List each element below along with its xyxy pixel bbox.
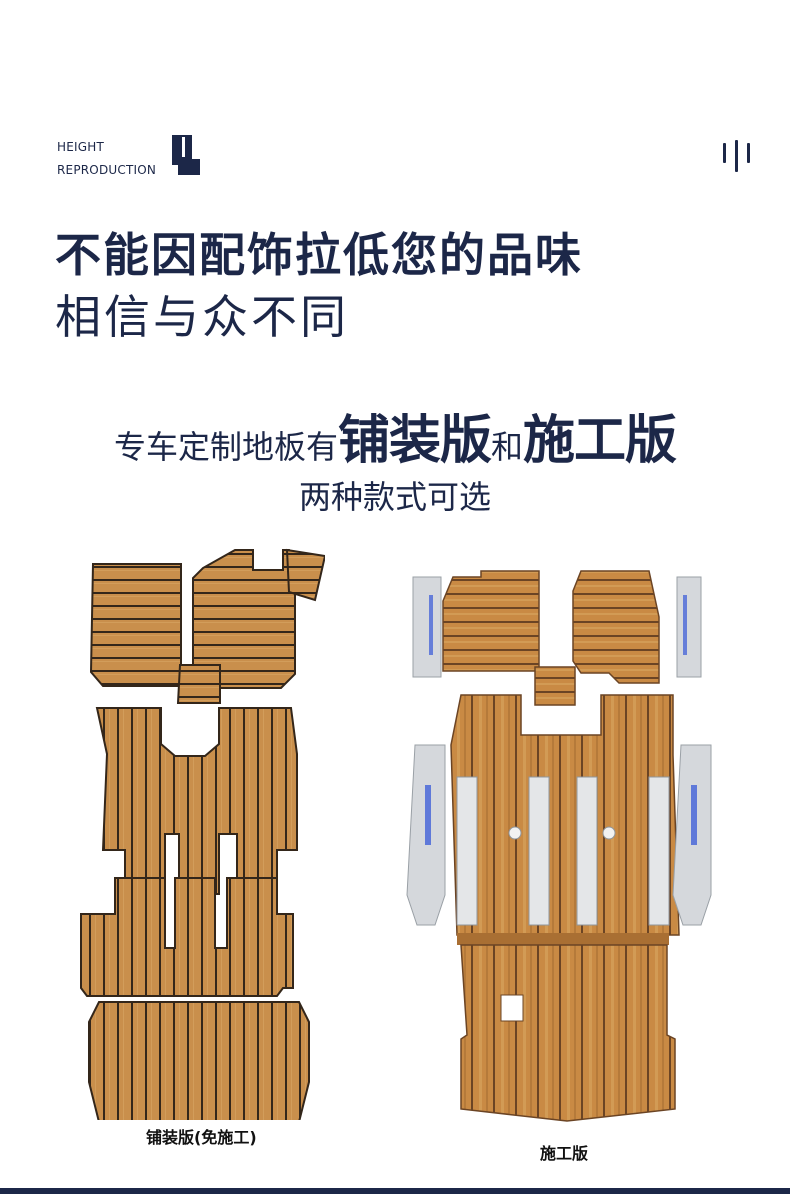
- subhead: 相信与众不同: [55, 290, 349, 344]
- vertical-bars-icon[interactable]: [722, 140, 752, 172]
- footer-bar: [0, 1188, 790, 1194]
- promo-connector: 和: [491, 428, 524, 466]
- caption-paved: 铺装版(免施工): [146, 1128, 257, 1147]
- seat-mark-icon: [172, 135, 200, 175]
- promo-option-1: 铺装版: [337, 411, 492, 471]
- brand-text: HEIGHT REPRODUCTION: [57, 136, 156, 182]
- promo-option-2: 施工版: [523, 411, 677, 471]
- brand-line-1: HEIGHT: [57, 140, 104, 154]
- promo-line-2: 两种款式可选: [298, 478, 491, 516]
- caption-installed: 施工版: [540, 1144, 589, 1163]
- paved-floor-illustration: [80, 548, 325, 1120]
- brand-line-2: REPRODUCTION: [57, 163, 157, 177]
- promo-prefix: 专车定制地板有: [113, 428, 338, 466]
- promo-line: 专车定制地板有铺装版和施工版: [0, 398, 790, 473]
- headline: 不能因配饰拉低您的品味: [55, 228, 583, 282]
- installed-floor-illustration: [406, 570, 712, 1122]
